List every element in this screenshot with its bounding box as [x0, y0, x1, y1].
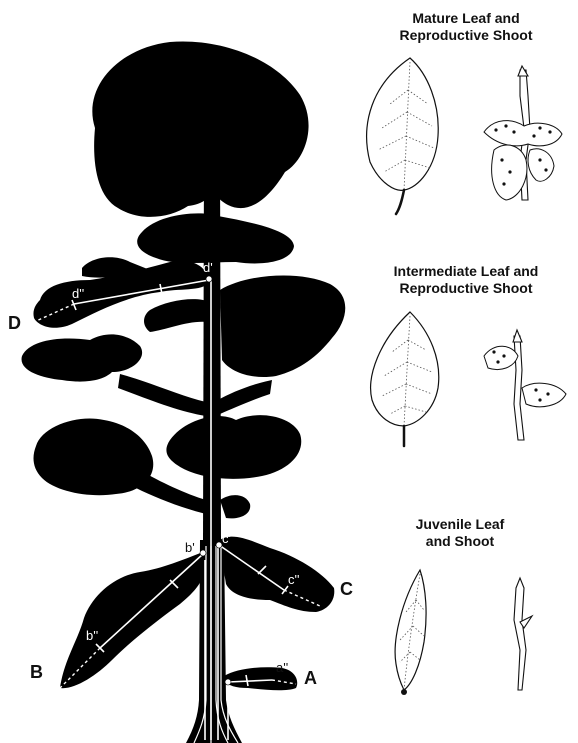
intermediate-shoot-illustration: [484, 330, 566, 440]
juvenile-caption-line2: and Shoot: [426, 533, 495, 549]
intermediate-caption-line1: Intermediate Leaf and: [394, 263, 539, 279]
point-c-prime: c': [222, 531, 231, 546]
point-b-prime: b': [185, 540, 195, 555]
point-c-double: c'': [288, 572, 299, 587]
intermediate-leaf-illustration: [371, 312, 439, 446]
trunk-upper: [203, 150, 221, 540]
right-mid-arm-2: [218, 380, 272, 414]
branch-c: [220, 537, 334, 612]
right-small-blob: [220, 495, 250, 518]
mature-caption-line1: Mature Leaf and: [412, 10, 519, 26]
branch-letter-a: A: [304, 668, 317, 688]
left-mid-arm: [118, 374, 206, 416]
branch-letter-c: C: [340, 579, 353, 599]
point-a-double: a'': [276, 660, 288, 675]
juvenile-caption-line1: Juvenile Leaf: [416, 516, 505, 532]
right-mid-blob: [166, 415, 301, 479]
branch-letter-b: B: [30, 662, 43, 682]
point-b-double: b'': [86, 628, 98, 643]
right-mid-arm: [144, 299, 210, 332]
branch-letter-d: D: [8, 313, 21, 333]
left-lower-blob: [34, 418, 154, 495]
point-a-prime: a': [230, 642, 240, 657]
mature-shoot-illustration: [484, 66, 562, 200]
left-lower-arm: [136, 470, 206, 514]
mature-leaf-illustration: [367, 58, 439, 214]
juvenile-shoot-illustration: [514, 578, 532, 690]
point-d-prime: d': [203, 260, 213, 275]
right-large-blob: [220, 275, 345, 377]
mature-caption-line2: Reproductive Shoot: [399, 27, 532, 43]
left-mid-blob: [22, 334, 143, 381]
tree-silhouette: [22, 41, 346, 743]
point-d-double: d'': [72, 286, 84, 301]
juvenile-leaf-illustration: [395, 570, 426, 695]
crown-sub-blob: [137, 213, 294, 263]
intermediate-caption-line2: Reproductive Shoot: [399, 280, 532, 296]
crown-top: [92, 41, 308, 216]
